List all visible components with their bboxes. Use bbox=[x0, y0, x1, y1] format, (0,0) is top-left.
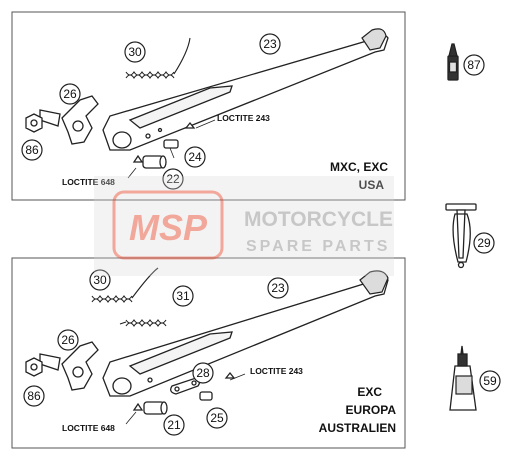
loctite-243-label-upper: LOCTITE 243 bbox=[217, 113, 270, 123]
svg-text:86: 86 bbox=[27, 389, 41, 403]
watermark-logo-frame bbox=[112, 190, 224, 260]
loctite-648-label-lower: LOCTITE 648 bbox=[62, 423, 115, 433]
pivot-bracket-lower bbox=[39, 341, 99, 391]
callout-28-lower: 28 bbox=[192, 362, 214, 384]
loctite-243-label-lower: LOCTITE 243 bbox=[250, 366, 303, 376]
svg-text:21: 21 bbox=[167, 418, 181, 432]
callout-86-lower: 86 bbox=[23, 385, 45, 407]
region-label-upper: USA bbox=[359, 178, 385, 192]
callout-30-lower: 30 bbox=[89, 269, 111, 291]
callout-23-upper: 23 bbox=[259, 33, 281, 55]
side-stand-leg-upper bbox=[102, 28, 389, 151]
watermark-logo: MSP bbox=[129, 207, 208, 248]
nut-86-upper bbox=[25, 113, 43, 133]
svg-text:87: 87 bbox=[467, 58, 481, 72]
spring-30-upper bbox=[125, 37, 191, 79]
bushing-21-lower bbox=[132, 401, 168, 415]
callout-87: 87 bbox=[463, 54, 485, 76]
callout-24-upper: 24 bbox=[184, 146, 206, 168]
callout-22-upper: 22 bbox=[162, 168, 184, 190]
svg-text:26: 26 bbox=[63, 87, 77, 101]
callout-86-upper: 86 bbox=[21, 139, 43, 161]
svg-text:23: 23 bbox=[263, 37, 277, 51]
screw-24-upper bbox=[163, 121, 196, 159]
region-label-lower-2: AUSTRALIEN bbox=[319, 421, 396, 435]
svg-text:26: 26 bbox=[61, 333, 75, 347]
callout-21-lower: 21 bbox=[163, 414, 185, 436]
lower-panel: 30 31 23 26 86 28 25 21 LOCTITE 243 LOCT… bbox=[11, 257, 406, 449]
bushing-22-upper bbox=[132, 154, 167, 169]
spring-30-lower bbox=[91, 267, 159, 303]
loctite-bottle-87 bbox=[447, 43, 459, 81]
callout-23-lower: 23 bbox=[267, 277, 289, 299]
callout-29: 29 bbox=[473, 232, 495, 254]
callout-26-lower: 26 bbox=[57, 329, 79, 351]
callout-59: 59 bbox=[479, 370, 501, 392]
svg-text:86: 86 bbox=[25, 143, 39, 157]
svg-text:30: 30 bbox=[128, 45, 142, 59]
watermark-subtitle: SPARE PARTS bbox=[246, 238, 390, 255]
t-handle-tool-29 bbox=[445, 203, 477, 269]
watermark: MSP MOTORCYCLE SPARE PARTS bbox=[94, 176, 394, 276]
callout-30-upper: 30 bbox=[124, 41, 146, 63]
side-stand-leg-lower bbox=[102, 270, 389, 397]
svg-text:31: 31 bbox=[176, 289, 190, 303]
svg-text:30: 30 bbox=[93, 273, 107, 287]
svg-text:23: 23 bbox=[271, 281, 285, 295]
svg-text:29: 29 bbox=[477, 236, 491, 250]
model-label-upper: MXC, EXC bbox=[330, 160, 388, 174]
svg-text:59: 59 bbox=[483, 374, 497, 388]
loctite-648-label-upper: LOCTITE 648 bbox=[62, 177, 115, 187]
side-parts: 87 29 59 bbox=[445, 43, 501, 411]
spring-31-lower bbox=[119, 319, 167, 327]
svg-text:28: 28 bbox=[196, 366, 210, 380]
upper-panel: 30 23 26 86 24 22 LOCTITE 243 LOCTITE 64… bbox=[11, 11, 406, 201]
callout-25-lower: 25 bbox=[206, 407, 228, 429]
nut-86-lower bbox=[25, 357, 43, 377]
model-label-lower: EXC bbox=[357, 385, 382, 399]
svg-text:25: 25 bbox=[210, 411, 224, 425]
screw-25-lower bbox=[199, 371, 236, 401]
callout-31-lower: 31 bbox=[172, 285, 194, 307]
region-label-lower-1: EUROPA bbox=[346, 403, 397, 417]
svg-text:24: 24 bbox=[188, 150, 202, 164]
watermark-title: MOTORCYCLE bbox=[244, 208, 393, 231]
pivot-bracket-upper bbox=[39, 95, 99, 145]
svg-text:22: 22 bbox=[166, 172, 180, 186]
callout-26-upper: 26 bbox=[59, 83, 81, 105]
loctite-tube-59 bbox=[449, 345, 477, 411]
